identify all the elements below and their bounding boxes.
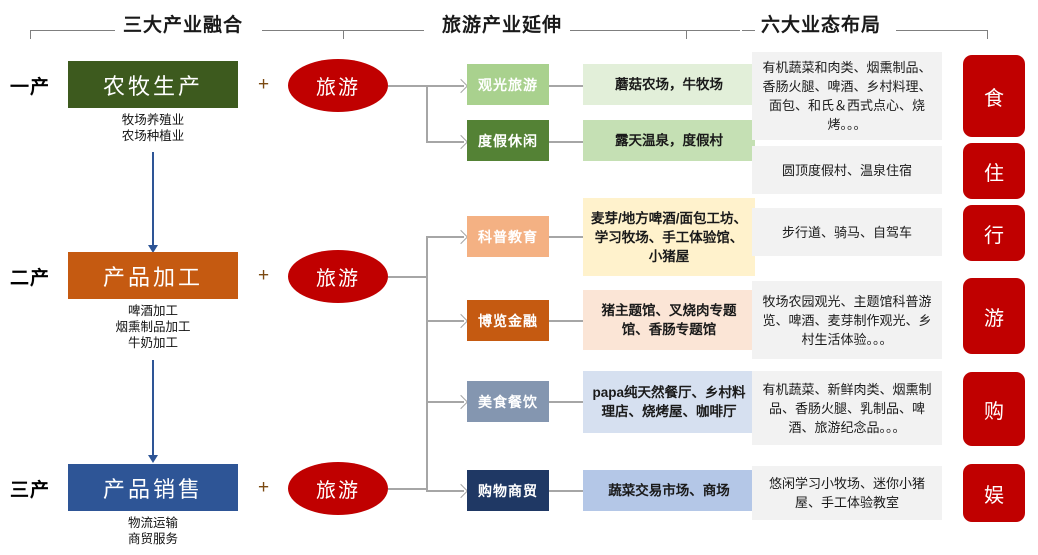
branch-link-3: [549, 236, 583, 238]
branch-chip-2[interactable]: 度假休闲: [467, 120, 549, 161]
business-badge-xing[interactable]: 行: [963, 205, 1025, 261]
branch-chip-1[interactable]: 观光旅游: [467, 64, 549, 105]
flow-arrow-line-2: [152, 360, 154, 455]
business-badge-shi[interactable]: 食: [963, 55, 1025, 137]
plus-sign-2: +: [258, 265, 270, 286]
branch-detail-6: 蔬菜交易市场、商场: [583, 470, 755, 511]
flow-arrow-head-2: [148, 455, 158, 463]
business-badge-zhu[interactable]: 住: [963, 143, 1025, 199]
branch-chip-5[interactable]: 美食餐饮: [467, 381, 549, 422]
connector-t1-stem: [388, 85, 426, 87]
connector-t2-b1: [426, 236, 464, 238]
stage-sub-primary: 牧场养殖业 农场种植业: [121, 113, 185, 143]
branch-link-5: [549, 401, 583, 403]
business-badge-you[interactable]: 游: [963, 278, 1025, 354]
branch-link-4: [549, 320, 583, 322]
plus-sign-1: +: [258, 74, 270, 95]
tier-label-1: 一产: [10, 77, 51, 98]
business-text-2: 圆顶度假村、温泉住宿: [752, 146, 942, 194]
tourism-ellipse-2[interactable]: 旅游: [288, 250, 388, 303]
tourism-ellipse-1[interactable]: 旅游: [288, 59, 388, 112]
branch-detail-3: 麦芽/地方啤酒/面包工坊、学习牧场、手工体验馆、小猪屋: [583, 198, 755, 276]
header-title-3: 六大业态布局: [761, 15, 882, 36]
branch-detail-4: 猪主题馆、叉烧肉专题馆、香肠专题馆: [583, 290, 755, 350]
business-text-5: 有机蔬菜、新鲜肉类、烟熏制品、香肠火腿、乳制品、啤酒、旅游纪念品。。。: [752, 371, 942, 445]
branch-chip-6[interactable]: 购物商贸: [467, 470, 549, 511]
business-badge-yu[interactable]: 娱: [963, 464, 1025, 522]
header-rule-3-right: [896, 30, 988, 31]
header-tick-1-left: [30, 30, 31, 39]
connector-t2-b4: [426, 490, 464, 492]
branch-link-6: [549, 490, 583, 492]
header-title-1: 三大产业融合: [123, 15, 244, 36]
business-text-6: 悠闲学习小牧场、迷你小猪屋、手工体验教室: [752, 466, 942, 520]
business-badge-gou[interactable]: 购: [963, 372, 1025, 446]
flow-arrow-line-1: [152, 152, 154, 245]
business-text-4: 牧场农园观光、主题馆科普游览、啤酒、麦芽制作观光、乡村生活体验。。。: [752, 281, 942, 359]
branch-link-2: [549, 141, 583, 143]
connector-t2-spine: [426, 236, 428, 490]
connector-t2-stem: [388, 276, 426, 278]
stage-box-primary[interactable]: 农牧生产: [68, 61, 238, 108]
tier-label-3: 三产: [10, 480, 51, 501]
header-rule-2-right: [570, 30, 740, 31]
flow-arrow-head-1: [148, 245, 158, 253]
header-rule-1-left: [30, 30, 115, 31]
branch-chip-3[interactable]: 科普教育: [467, 216, 549, 257]
tier-label-2: 二产: [10, 268, 51, 289]
tourism-ellipse-3[interactable]: 旅游: [288, 462, 388, 515]
connector-arrow-t1-b2: [453, 134, 469, 150]
stage-sub-tertiary: 物流运输 商贸服务: [127, 516, 178, 546]
header-tick-3-right: [987, 30, 988, 39]
connector-arrow-t2-b1: [453, 229, 469, 245]
header-rule-3-left: [742, 30, 755, 31]
connector-arrow-t2-b2: [453, 313, 469, 329]
connector-t3-stem: [388, 488, 426, 490]
connector-t1-b1: [426, 85, 464, 87]
stage-sub-secondary: 啤酒加工 烟熏制品加工 牛奶加工: [115, 304, 191, 350]
business-text-1: 有机蔬菜和肉类、烟熏制品、香肠火腿、啤酒、乡村料理、面包、和氏＆西式点心、烧烤。…: [752, 52, 942, 140]
connector-arrow-t2-b4: [453, 483, 469, 499]
business-text-3: 步行道、骑马、自驾车: [752, 208, 942, 256]
connector-t2-b3: [426, 401, 464, 403]
plus-sign-3: +: [258, 477, 270, 498]
connector-t2-b2: [426, 320, 464, 322]
stage-box-tertiary[interactable]: 产品销售: [68, 464, 238, 511]
connector-t1-spine: [426, 85, 428, 141]
branch-detail-2: 露天温泉，度假村: [583, 120, 755, 161]
branch-detail-5: papa纯天然餐厅、乡村料理店、烧烤屋、咖啡厅: [583, 371, 755, 433]
connector-arrow-t1-b1: [453, 78, 469, 94]
stage-box-secondary[interactable]: 产品加工: [68, 252, 238, 299]
header-tick-1-mid: [343, 30, 344, 39]
branch-link-1: [549, 85, 583, 87]
branch-chip-4[interactable]: 博览金融: [467, 300, 549, 341]
connector-t1-b2: [426, 141, 464, 143]
connector-arrow-t2-b3: [453, 394, 469, 410]
header-title-2: 旅游产业延伸: [442, 15, 563, 36]
branch-detail-1: 蘑菇农场，牛牧场: [583, 64, 755, 105]
header-tick-2-mid: [686, 30, 687, 39]
